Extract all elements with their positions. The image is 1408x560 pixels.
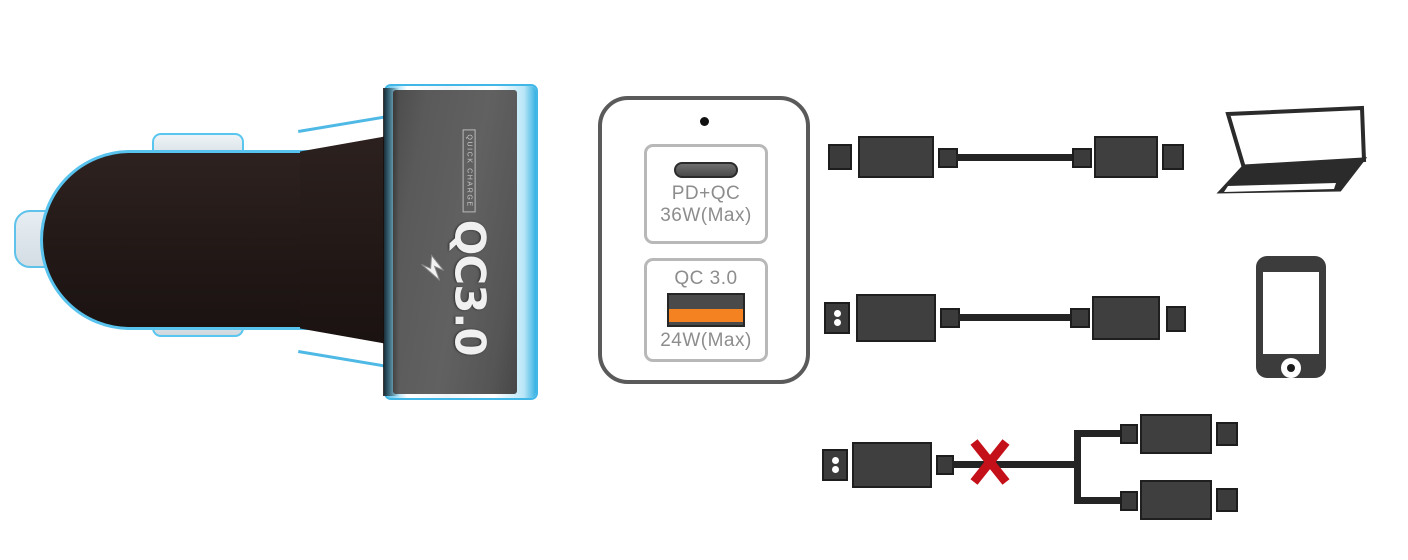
usb-c-port-power: 36W(Max)	[660, 204, 752, 226]
usb-a-connector-tip-left	[822, 449, 848, 481]
charger-branding: QUICK CHARGE QC3.0	[393, 90, 517, 394]
usb-c-connector-body-right	[1092, 296, 1160, 340]
usb-a-slot	[667, 293, 745, 327]
usb-c-connector-tip-upper	[1120, 424, 1138, 444]
usb-c-connector-body-right	[1094, 136, 1158, 178]
usb-c-connector-tip-right	[1166, 306, 1186, 332]
usb-c-connector-body-left	[858, 136, 934, 178]
usb-c-port-title: PD+QC	[671, 182, 741, 204]
usb-c-slot	[674, 161, 738, 178]
qc-version-text: QC3.0	[445, 219, 495, 356]
usb-a-port-title: QC 3.0	[674, 268, 738, 289]
quick-charge-badge: QUICK CHARGE	[463, 128, 477, 213]
splitter-branch-lower	[1074, 497, 1124, 504]
cable-usba-to-usbc	[824, 290, 1186, 346]
usb-a-connector-tip-left	[824, 302, 850, 334]
usb-c-connector-body-upper	[1140, 414, 1212, 454]
cable-strain-relief-left	[940, 308, 960, 328]
smartphone-screen	[1263, 272, 1319, 354]
usb-a-port[interactable]: QC 3.0 24W(Max)	[644, 258, 768, 362]
usb-a-pin	[833, 309, 841, 317]
usb-c-connector-body-lower	[1140, 480, 1212, 520]
usb-c-connector-end-upper	[1216, 422, 1238, 446]
charger-head-faceplate	[393, 90, 517, 394]
cable-strain-relief-right	[1070, 308, 1090, 328]
smartphone-home-button-dot	[1287, 364, 1295, 372]
splitter-branch-upper	[1074, 430, 1124, 437]
charger-head-shadow	[383, 88, 399, 396]
usb-c-port[interactable]: PD+QC 36W(Max)	[644, 144, 768, 244]
usb-a-orange-bar	[669, 309, 743, 322]
usb-a-pin	[831, 466, 839, 474]
cable-strain-relief-right	[1072, 148, 1092, 168]
laptop-icon	[1216, 105, 1368, 194]
usb-a-port-power: 24W(Max)	[660, 330, 752, 351]
cable-wire	[956, 154, 1076, 161]
usb-a-connector-body-left	[856, 294, 936, 342]
cable-wire-trunk	[952, 461, 1076, 468]
splitter-vertical-bus	[1074, 430, 1081, 504]
usb-c-connector-end-lower	[1216, 488, 1238, 512]
usb-a-connector-body-left	[852, 442, 932, 488]
usb-a-pin	[833, 319, 841, 327]
cable-usba-splitter	[822, 412, 1238, 522]
charger-body	[40, 150, 340, 330]
usb-a-pin	[831, 456, 839, 464]
red-x-icon	[970, 439, 1010, 485]
cable-usbc-to-usbc	[828, 128, 1184, 184]
usb-c-connector-tip-left	[828, 144, 852, 170]
lightning-bolt-icon	[421, 253, 444, 281]
car-charger: QUICK CHARGE QC3.0	[0, 60, 560, 410]
usb-c-connector-tip-right	[1162, 144, 1184, 170]
led-indicator	[700, 117, 709, 126]
cable-strain-relief-left	[938, 148, 958, 168]
smartphone-home-button	[1281, 358, 1301, 378]
usb-c-connector-tip-lower	[1120, 491, 1138, 511]
cable-wire	[958, 314, 1074, 321]
